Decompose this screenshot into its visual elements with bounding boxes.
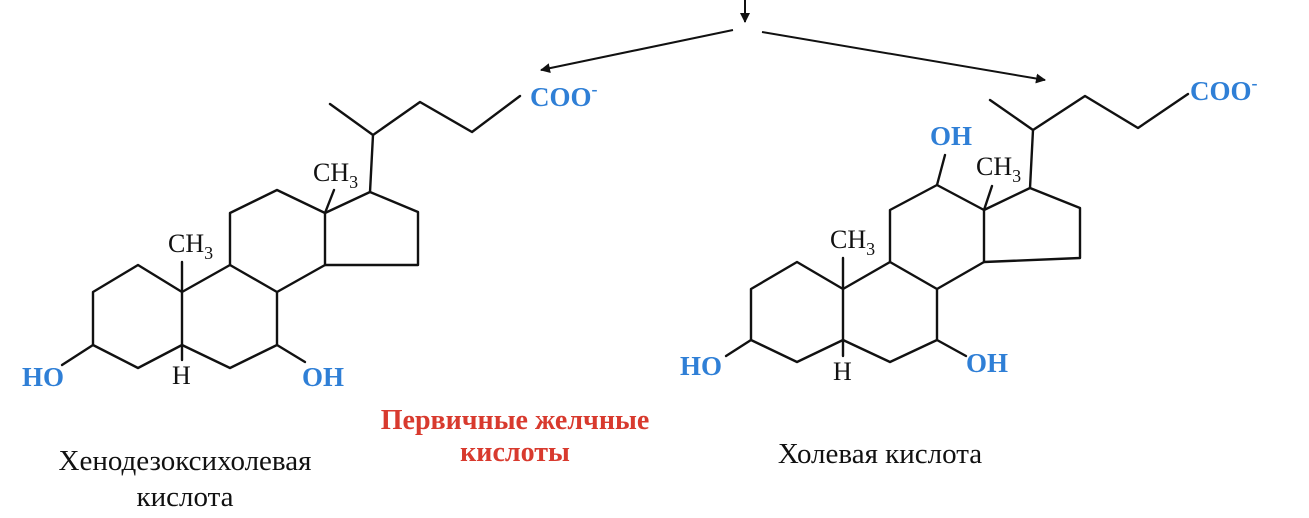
methyl-18-label: CH3 bbox=[976, 152, 1021, 186]
hydroxyl-12-label: OH bbox=[930, 121, 972, 151]
cholic-acid-structure: COO- OH CH3 CH3 HO OH H bbox=[680, 73, 1258, 386]
hydroxyl-3-label: HO bbox=[22, 362, 64, 392]
ring-a bbox=[91, 263, 184, 370]
ring-c bbox=[228, 188, 327, 294]
methyl-19-label: CH3 bbox=[830, 225, 875, 259]
c3-oh-bond bbox=[60, 343, 95, 367]
arrow-to-left-molecule bbox=[540, 29, 734, 74]
hydroxyl-3-label: HO bbox=[680, 351, 722, 381]
arrow-to-right-molecule bbox=[761, 31, 1046, 84]
reaction-arrows bbox=[540, 0, 1046, 84]
c3-oh-bond bbox=[724, 338, 753, 358]
section-title-line1: Первичные желчные bbox=[380, 405, 650, 436]
side-chain bbox=[328, 94, 522, 194]
cholic-acid-name: Холевая кислота bbox=[720, 436, 1040, 472]
hydrogen-5-label: H bbox=[833, 357, 852, 386]
ring-d bbox=[982, 186, 1082, 264]
methyl-18-bond bbox=[982, 184, 994, 212]
ring-b bbox=[841, 260, 939, 364]
carboxylate-label: COO- bbox=[1190, 73, 1258, 106]
methyl-19-label: CH3 bbox=[168, 229, 213, 263]
ring-a bbox=[749, 260, 845, 364]
c7-oh-bond bbox=[275, 343, 307, 364]
methyl-18-label: CH3 bbox=[313, 158, 358, 192]
hydroxyl-7-label: OH bbox=[302, 362, 344, 392]
carboxylate-label: COO- bbox=[530, 79, 598, 112]
side-chain bbox=[988, 92, 1190, 190]
chenodeoxycholic-acid-structure: COO- CH3 CH3 HO OH H bbox=[22, 79, 598, 392]
c12-oh-bond bbox=[935, 153, 947, 187]
methyl-18-bond bbox=[323, 188, 336, 215]
ring-c bbox=[888, 183, 986, 291]
hydrogen-5-label: H bbox=[172, 361, 191, 390]
ring-b bbox=[180, 263, 279, 370]
caption-line: Холевая кислота bbox=[777, 438, 983, 470]
chenodeoxycholic-acid-name: Хенодезоксихолевая кислота bbox=[15, 443, 355, 515]
hydroxyl-7-label: OH bbox=[966, 348, 1008, 378]
section-title: Первичные желчные кислоты bbox=[355, 405, 675, 469]
c7-oh-bond bbox=[935, 338, 968, 358]
section-title-line2: кислоты bbox=[460, 437, 570, 468]
ring-d bbox=[323, 190, 420, 267]
caption-line1: Хенодезоксихолевая bbox=[58, 445, 312, 477]
caption-line2: кислота bbox=[136, 481, 234, 513]
